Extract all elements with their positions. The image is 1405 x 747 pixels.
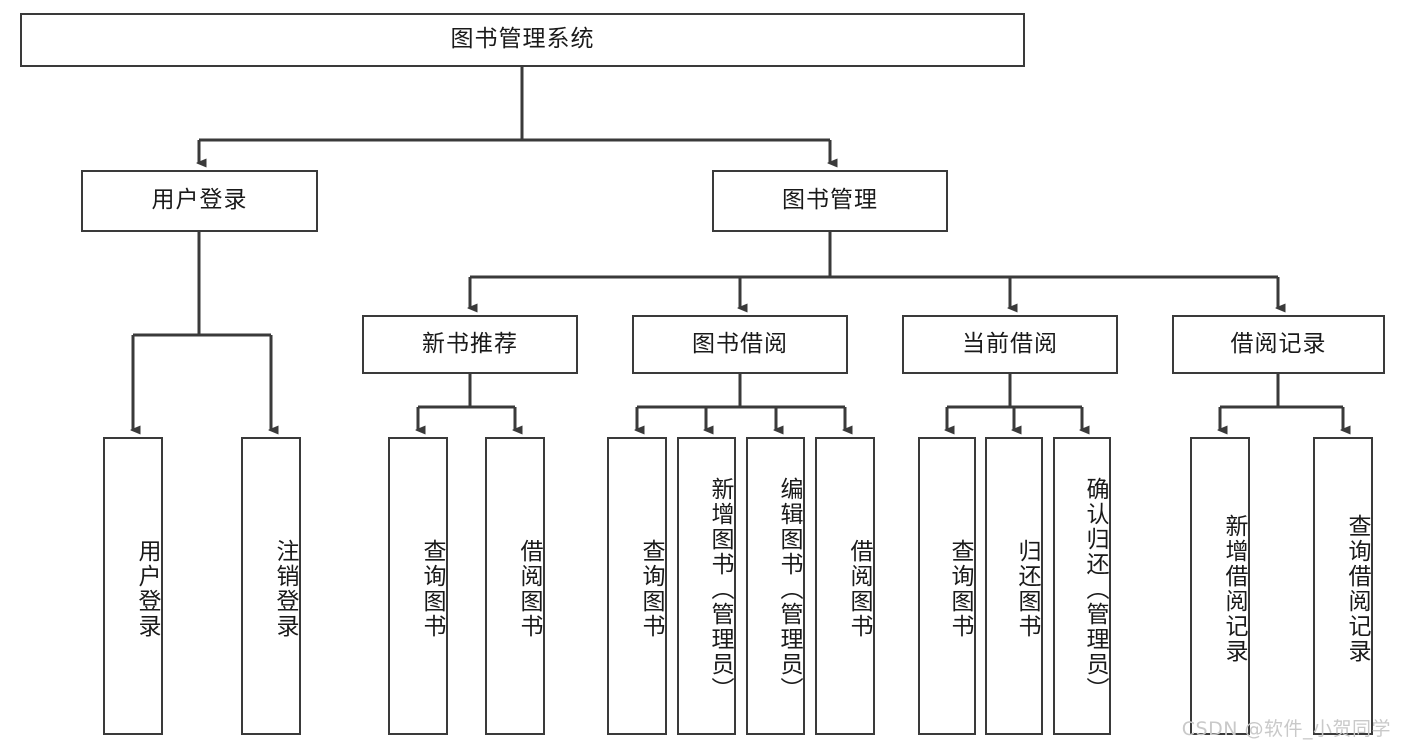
node-leaf_q_book_2[interactable]: 查询图书 <box>607 437 667 735</box>
node-label: 确认归还（管理员） <box>1082 476 1108 702</box>
node-leaf_q_book_3[interactable]: 查询图书 <box>918 437 976 735</box>
node-leaf_logout[interactable]: 注销登录 <box>241 437 301 735</box>
node-label: 借阅图书 <box>516 539 542 639</box>
csdn-watermark: CSDN @软件_小贺同学 <box>1181 718 1391 740</box>
node-root[interactable]: 图书管理系统 <box>20 13 1025 67</box>
node-leaf_borrow_2[interactable]: 借阅图书 <box>815 437 875 735</box>
node-label: 当前借阅 <box>962 330 1058 357</box>
node-leaf_return[interactable]: 归还图书 <box>985 437 1043 735</box>
node-current_borrow[interactable]: 当前借阅 <box>902 315 1118 374</box>
node-label: 借阅记录 <box>1230 330 1327 357</box>
node-leaf_confirm[interactable]: 确认归还（管理员） <box>1053 437 1111 735</box>
node-leaf_user_login[interactable]: 用户登录 <box>103 437 163 735</box>
node-new_book_rec[interactable]: 新书推荐 <box>362 315 578 374</box>
node-label: 注销登录 <box>272 539 298 639</box>
node-book_manage[interactable]: 图书管理 <box>712 170 948 232</box>
node-label: 新增图书（管理员） <box>707 476 733 702</box>
node-label: 用户登录 <box>134 539 160 639</box>
node-leaf_add_book[interactable]: 新增图书（管理员） <box>677 437 736 735</box>
node-leaf_q_rec[interactable]: 查询借阅记录 <box>1313 437 1373 735</box>
node-label: 编辑图书（管理员） <box>776 476 802 702</box>
node-leaf_edit_book[interactable]: 编辑图书（管理员） <box>746 437 805 735</box>
node-leaf_add_rec[interactable]: 新增借阅记录 <box>1190 437 1250 735</box>
node-label: 用户登录 <box>151 187 248 214</box>
node-borrow_record[interactable]: 借阅记录 <box>1172 315 1385 374</box>
node-label: 查询图书 <box>638 539 664 639</box>
node-leaf_borrow_1[interactable]: 借阅图书 <box>485 437 545 735</box>
node-label: 新增借阅记录 <box>1221 514 1247 664</box>
node-book_borrow[interactable]: 图书借阅 <box>632 315 848 374</box>
node-label: 查询借阅记录 <box>1344 514 1370 664</box>
node-leaf_q_book_1[interactable]: 查询图书 <box>388 437 448 735</box>
node-label: 图书管理系统 <box>450 26 595 53</box>
node-label: 新书推荐 <box>422 330 518 357</box>
node-user_login[interactable]: 用户登录 <box>81 170 318 232</box>
node-label: 借阅图书 <box>846 539 872 639</box>
node-label: 查询图书 <box>419 539 445 639</box>
node-label: 归还图书 <box>1014 539 1040 639</box>
node-label: 查询图书 <box>947 539 973 639</box>
node-label: 图书借阅 <box>692 330 788 357</box>
node-label: 图书管理 <box>782 187 878 214</box>
